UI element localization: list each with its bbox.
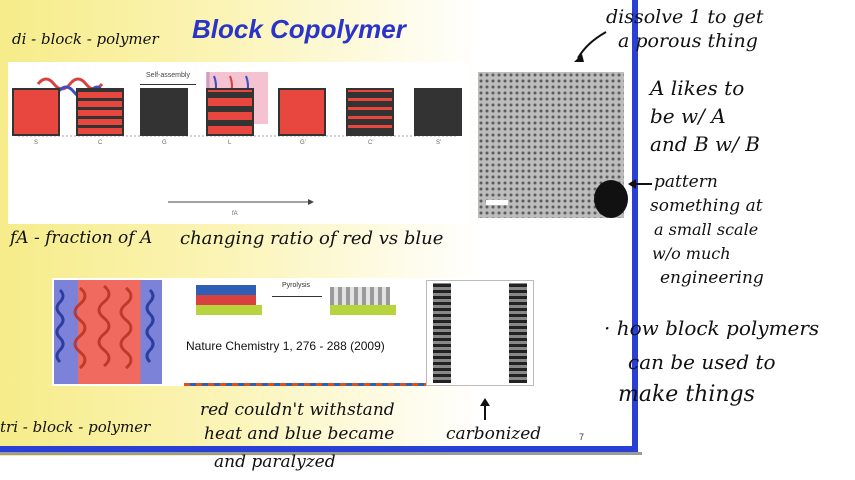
phase-label: C': [368, 140, 374, 146]
annotation-red-2: heat and blue became: [204, 424, 395, 444]
triblock-copolymer-image: [54, 280, 162, 384]
annotation-porous: a porous thing: [618, 30, 758, 52]
carbon-column-left: [433, 283, 451, 383]
phase-diagram-figure: Self-assembly: [8, 62, 468, 224]
annotation-carbonized: carbonized: [446, 424, 542, 444]
layer-blue: [196, 285, 256, 295]
arrow-to-sem-icon: [574, 31, 607, 62]
annotation-pattern-3: a small scale: [654, 220, 759, 239]
triblock-squiggles: [55, 284, 155, 370]
phase-cube-g-prime: [278, 88, 326, 136]
self-assembly-label: Self-assembly: [146, 72, 190, 79]
annotation-pattern-5: engineering: [660, 268, 764, 288]
fa-axis-label: fA: [232, 211, 238, 217]
annotation-likes-3: and B w/ B: [650, 132, 760, 156]
pyrolysis-arrow: [272, 296, 322, 297]
phase-figure-art: [18, 72, 458, 205]
slide-title: Block Copolymer: [192, 14, 406, 44]
carbonized-micrograph: [426, 280, 534, 386]
slide-shadow: [0, 452, 642, 455]
arrow-carbonized-icon: [480, 398, 490, 420]
layered-film-after: [330, 287, 396, 319]
annotation-likes-2: be w/ A: [650, 104, 726, 128]
scale-bar: [486, 200, 508, 205]
carbon-ridges: [330, 287, 390, 305]
phase-label: S: [34, 140, 39, 146]
annotation-likes-1: A likes to: [650, 76, 745, 100]
phase-cube-s: [12, 88, 60, 136]
annotation-how-3: make things: [618, 382, 755, 407]
phase-cube-c-prime: [346, 88, 394, 136]
annotation-how-2: can be used to: [628, 350, 776, 374]
figure-caption-rule: [184, 383, 426, 386]
sem-micrograph: [478, 72, 628, 218]
phase-label: S': [436, 140, 442, 146]
phase-label: L: [228, 140, 232, 146]
phase-cube-s-prime: [414, 88, 462, 136]
slide-border-right: [632, 0, 638, 452]
annotation-pattern-1: pattern: [654, 172, 718, 192]
annotation-how-1: · how block polymers: [604, 316, 820, 340]
annotation-pattern-4: w/o much: [652, 244, 731, 263]
annotation-ratio: changing ratio of red vs blue: [180, 228, 444, 249]
phase-label: G: [162, 140, 167, 146]
self-assembly-arrow: [140, 84, 196, 85]
annotation-fraction: fA - fraction of A: [10, 228, 153, 248]
annotation-red-1: red couldn't withstand: [200, 400, 395, 420]
citation: Nature Chemistry 1, 276 - 288 (2009): [186, 339, 385, 353]
phase-cube-g: [140, 88, 188, 136]
arrow-pattern-icon: [628, 179, 652, 189]
page-number: 7: [579, 432, 585, 442]
pyrolysis-label: Pyrolysis: [282, 282, 311, 289]
layer-red: [196, 295, 256, 305]
annotation-pattern-2: something at: [650, 196, 763, 216]
layered-film-before: [196, 285, 262, 317]
carbon-column-right: [509, 283, 527, 383]
slide-border-bottom: [0, 446, 638, 452]
annotation-dissolve: dissolve 1 to get: [606, 6, 764, 28]
slide: Block Copolymer Self-assembly S C G L G'…: [0, 0, 640, 456]
phase-cube-l: [206, 88, 254, 136]
pore-dark-region: [594, 180, 628, 218]
annotation-tri-block: tri - block - polymer: [0, 418, 151, 436]
phase-label: C: [98, 140, 103, 146]
annotation-di-block: di - block - polymer: [12, 30, 159, 48]
annotation-red-3: and paralyzed: [214, 452, 336, 472]
layer-substrate: [196, 305, 262, 315]
phase-cube-c: [76, 88, 124, 136]
substrate-after: [330, 305, 396, 315]
phase-label: G': [300, 140, 306, 146]
